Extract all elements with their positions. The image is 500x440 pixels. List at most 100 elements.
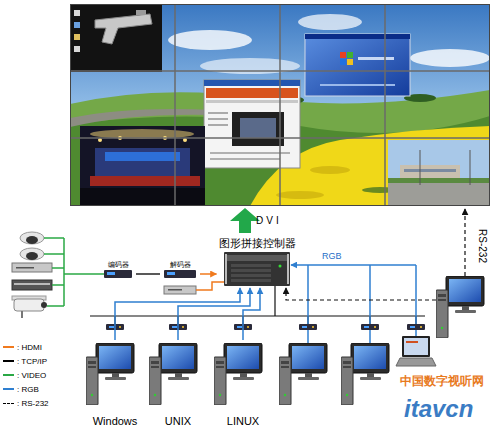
video-wall bbox=[208, 112, 228, 114]
network-wire bbox=[274, 286, 275, 316]
video-wall bbox=[74, 22, 80, 28]
rgb-wire bbox=[291, 264, 416, 266]
video-wall bbox=[80, 188, 205, 206]
video-wall bbox=[136, 10, 146, 15]
controller-server bbox=[227, 255, 287, 261]
video-wall bbox=[279, 4, 281, 206]
video-wall bbox=[470, 150, 471, 185]
source-devices bbox=[168, 289, 182, 291]
workstation-box: LINUX bbox=[213, 340, 273, 430]
video-wall bbox=[90, 176, 200, 186]
video-wire bbox=[52, 284, 64, 286]
rgb-wire bbox=[369, 265, 371, 343]
video-wall bbox=[70, 4, 490, 206]
workstation bbox=[86, 343, 134, 405]
source-devices bbox=[14, 283, 50, 285]
video-wall bbox=[347, 59, 353, 65]
video-wall bbox=[208, 124, 228, 126]
rgb-wire bbox=[307, 265, 309, 343]
source-devices bbox=[12, 280, 52, 290]
decoder-box: 解码器 bbox=[160, 260, 200, 282]
video-wall bbox=[210, 158, 280, 160]
video-wall bbox=[240, 118, 276, 138]
video-wire bbox=[52, 267, 64, 269]
kvm-box bbox=[361, 324, 379, 330]
video-wall bbox=[210, 152, 290, 154]
video-wall bbox=[305, 34, 410, 96]
legend-swatch bbox=[3, 346, 14, 348]
video-wall bbox=[74, 10, 80, 16]
video-wire bbox=[44, 238, 104, 306]
kvm-box bbox=[106, 324, 425, 330]
connector bbox=[178, 288, 250, 340]
node-label: Windows bbox=[93, 415, 138, 428]
video-wall bbox=[388, 140, 490, 206]
source-devices bbox=[12, 263, 52, 272]
laptop bbox=[404, 338, 428, 355]
legend-swatch bbox=[3, 360, 14, 362]
video-wall bbox=[74, 46, 80, 52]
source-devices bbox=[20, 248, 44, 260]
network-wire bbox=[90, 286, 425, 324]
workstation bbox=[149, 343, 197, 405]
workstation-box: Windows bbox=[85, 340, 145, 430]
signal-label: RS-232 bbox=[476, 222, 488, 270]
video-wall bbox=[70, 4, 490, 206]
video-wall bbox=[305, 34, 410, 39]
controller-server bbox=[224, 252, 290, 286]
source-devices bbox=[14, 299, 44, 311]
rs232-wire bbox=[286, 209, 465, 300]
video-wall bbox=[388, 178, 490, 183]
connector-group bbox=[115, 274, 260, 340]
video-wall bbox=[204, 80, 300, 86]
workstation-box: UNIX bbox=[148, 340, 208, 430]
codec-box bbox=[167, 272, 175, 275]
source-devices bbox=[164, 286, 196, 294]
codec-box bbox=[104, 270, 196, 278]
signal-label: RGB bbox=[322, 251, 342, 262]
video-wall bbox=[70, 137, 490, 139]
video-wall bbox=[70, 109, 214, 127]
dvi-arrow bbox=[230, 208, 260, 233]
signal-label: DVI bbox=[256, 215, 282, 227]
video-wall bbox=[388, 183, 490, 206]
video-wall bbox=[105, 152, 180, 161]
controller-server bbox=[231, 269, 271, 272]
controller-server bbox=[225, 254, 227, 284]
video-wall bbox=[340, 52, 346, 58]
controller-server bbox=[224, 252, 290, 286]
source-devices bbox=[26, 236, 38, 244]
video-wall bbox=[310, 166, 350, 174]
controller-server bbox=[279, 265, 282, 268]
node-label: 编码器 bbox=[108, 260, 129, 269]
controller-server bbox=[287, 254, 289, 284]
legend-row: : TCP/IP bbox=[3, 354, 49, 368]
legend-swatch bbox=[3, 388, 14, 390]
controller-server bbox=[231, 264, 271, 267]
controller-server bbox=[231, 279, 271, 282]
video-wall bbox=[74, 34, 80, 40]
video-wire bbox=[47, 305, 64, 307]
video-wall bbox=[206, 100, 298, 103]
legend-text: : TCP/IP bbox=[17, 357, 47, 366]
workstation bbox=[214, 343, 262, 405]
controller-server bbox=[231, 274, 271, 277]
rgb-wire bbox=[291, 265, 416, 343]
source-devices bbox=[26, 252, 38, 260]
legend-swatch bbox=[3, 403, 14, 404]
legend: : HDMI: TCP/IP: VIDEO: RGB: RS-232 bbox=[3, 340, 49, 410]
video-wall bbox=[204, 80, 300, 168]
laptop bbox=[406, 341, 418, 343]
kvm-box bbox=[299, 324, 317, 330]
video-wire bbox=[63, 238, 65, 306]
legend-row: : RS-232 bbox=[3, 396, 49, 410]
source-devices bbox=[12, 232, 196, 318]
video-wire bbox=[44, 253, 64, 255]
encoder-box: 编码器 bbox=[100, 260, 136, 282]
watermark: 中国数字视听网 bbox=[400, 374, 484, 388]
laptop bbox=[396, 336, 436, 366]
video-wall bbox=[174, 4, 176, 206]
connector bbox=[243, 288, 260, 340]
video-wall bbox=[70, 70, 490, 72]
